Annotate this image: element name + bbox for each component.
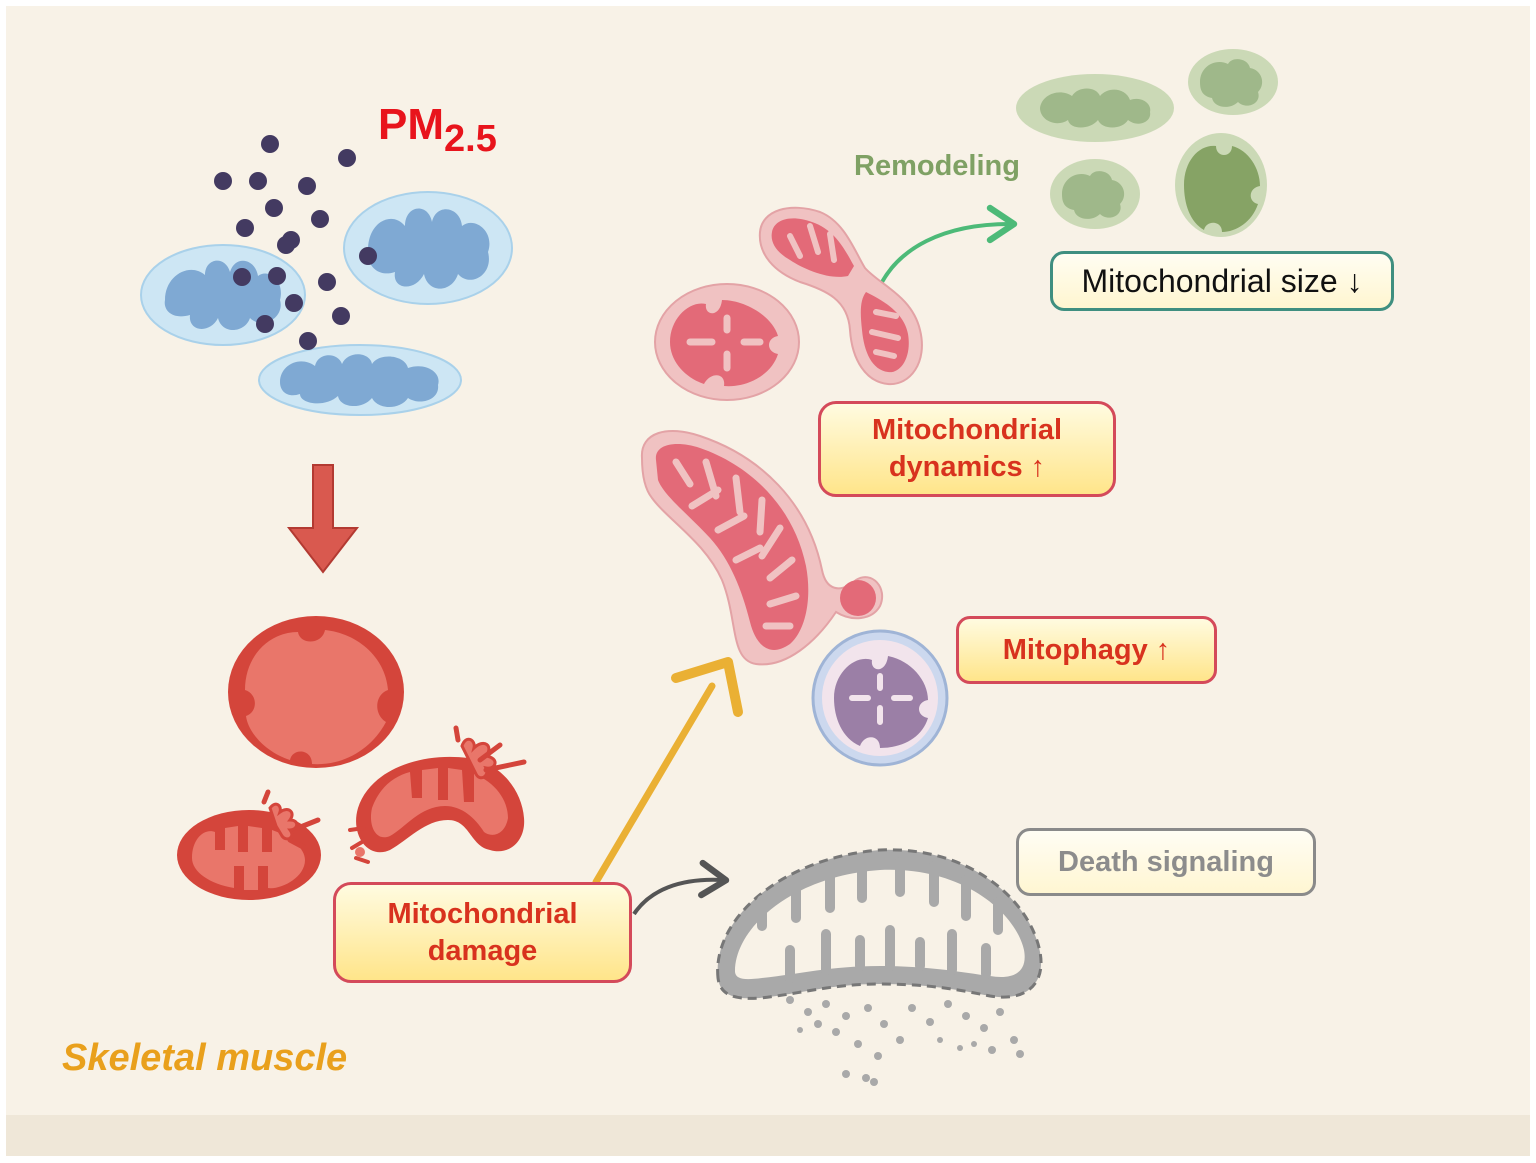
- yellow-arrowhead-icon: [671, 657, 743, 717]
- mitophagy-label: Mitophagy ↑: [1002, 633, 1171, 666]
- gray-arrow: [632, 859, 730, 916]
- mitochondrial-damage-box: Mitochondrial damage: [333, 882, 632, 983]
- mito-dynamics-line2: dynamics ↑: [888, 451, 1046, 483]
- down-arrow-icon: [286, 464, 360, 574]
- small-mitochondrion-4: [1175, 133, 1267, 237]
- mito-dynamics-line1: Mitochondrial: [871, 414, 1063, 446]
- pm-particles: [214, 135, 377, 350]
- dividing-mitochondrion: [758, 206, 923, 386]
- green-arrow: [880, 204, 1018, 283]
- elongated-mitochondrion: [640, 429, 883, 666]
- remodeling-label: Remodeling: [854, 150, 1020, 182]
- mitophagy-vesicle: [811, 629, 949, 767]
- yellow-arrow: [592, 682, 716, 886]
- mito-size-label: Mitochondrial size ↓: [1081, 262, 1363, 299]
- round-pink-mitochondrion: [654, 283, 800, 401]
- mitochondrial-size-box: Mitochondrial size ↓: [1050, 251, 1394, 311]
- mito-damage-line2: damage: [427, 934, 538, 967]
- death-signaling-label: Death signaling: [1058, 845, 1274, 878]
- small-mitochondrion-1: [1016, 74, 1174, 142]
- swollen-mitochondrion: [228, 616, 404, 768]
- mitophagy-box: Mitophagy ↑: [956, 616, 1217, 684]
- healthy-mitochondrion-left: [140, 244, 306, 346]
- ruptured-mitochondrion-left: [177, 789, 321, 900]
- dying-mitochondrion: [716, 848, 1043, 1000]
- released-debris: [786, 996, 1024, 1086]
- footer-strip: [6, 1115, 1530, 1156]
- healthy-mitochondrion-bottom: [258, 344, 462, 416]
- pm25-label: PM2.5: [378, 100, 497, 160]
- skeletal-muscle-label: Skeletal muscle: [62, 1037, 348, 1079]
- death-signaling-box: Death signaling: [1016, 828, 1316, 896]
- small-mitochondrion-2: [1188, 49, 1278, 115]
- mitochondrial-dynamics-box: Mitochondrial dynamics ↑: [818, 401, 1116, 497]
- small-mitochondrion-3: [1050, 159, 1140, 229]
- mito-damage-line1: Mitochondrial: [387, 897, 578, 930]
- healthy-mitochondrion-right: [343, 191, 513, 305]
- ruptured-mitochondrion-right: [348, 725, 527, 864]
